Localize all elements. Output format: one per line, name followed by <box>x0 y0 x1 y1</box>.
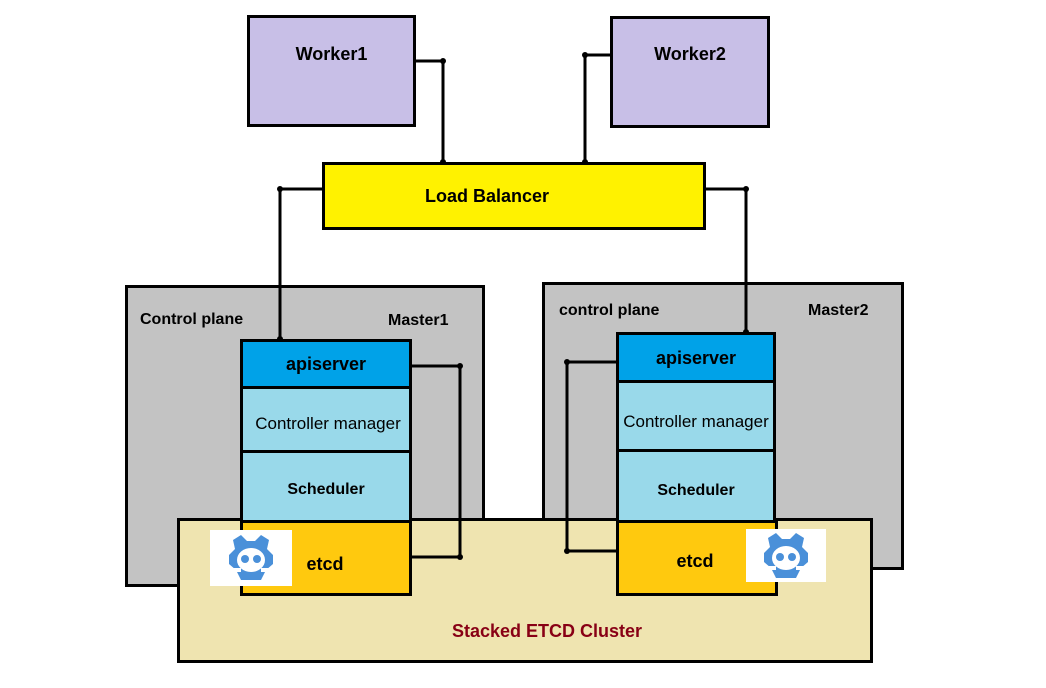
worker2-box <box>610 16 770 128</box>
master1-name: Master1 <box>388 312 449 329</box>
master2-apiserver <box>616 332 776 383</box>
worker1-box <box>247 15 416 127</box>
worker1-label: Worker1 <box>295 43 368 64</box>
master1-etcd-label: etcd <box>306 553 344 574</box>
cluster-label: Stacked ETCD Cluster <box>451 620 643 641</box>
master1-apiserver-label: apiserver <box>285 353 367 374</box>
control-plane-label-1: Control plane <box>140 311 244 328</box>
master1-scheduler <box>240 450 412 523</box>
master1-controller-manager <box>240 386 412 453</box>
master1-controller-manager-label: Controller manager <box>255 414 401 433</box>
worker2-label: Worker2 <box>654 43 726 64</box>
master2-controller-manager-label: Controller manager <box>623 412 769 431</box>
master2-name: Master2 <box>808 302 869 319</box>
master2-etcd-label: etcd <box>676 550 714 571</box>
master2-apiserver-label: apiserver <box>655 347 737 368</box>
etcd-logo-icon <box>210 530 292 586</box>
master1-scheduler-label: Scheduler <box>287 481 365 498</box>
master2-scheduler-label: Scheduler <box>657 482 735 499</box>
etcd-logo-icon <box>746 529 826 582</box>
load-balancer-box <box>322 162 706 230</box>
load-balancer-label: Load Balancer <box>424 185 550 206</box>
control-plane-label-2: control plane <box>559 302 660 319</box>
